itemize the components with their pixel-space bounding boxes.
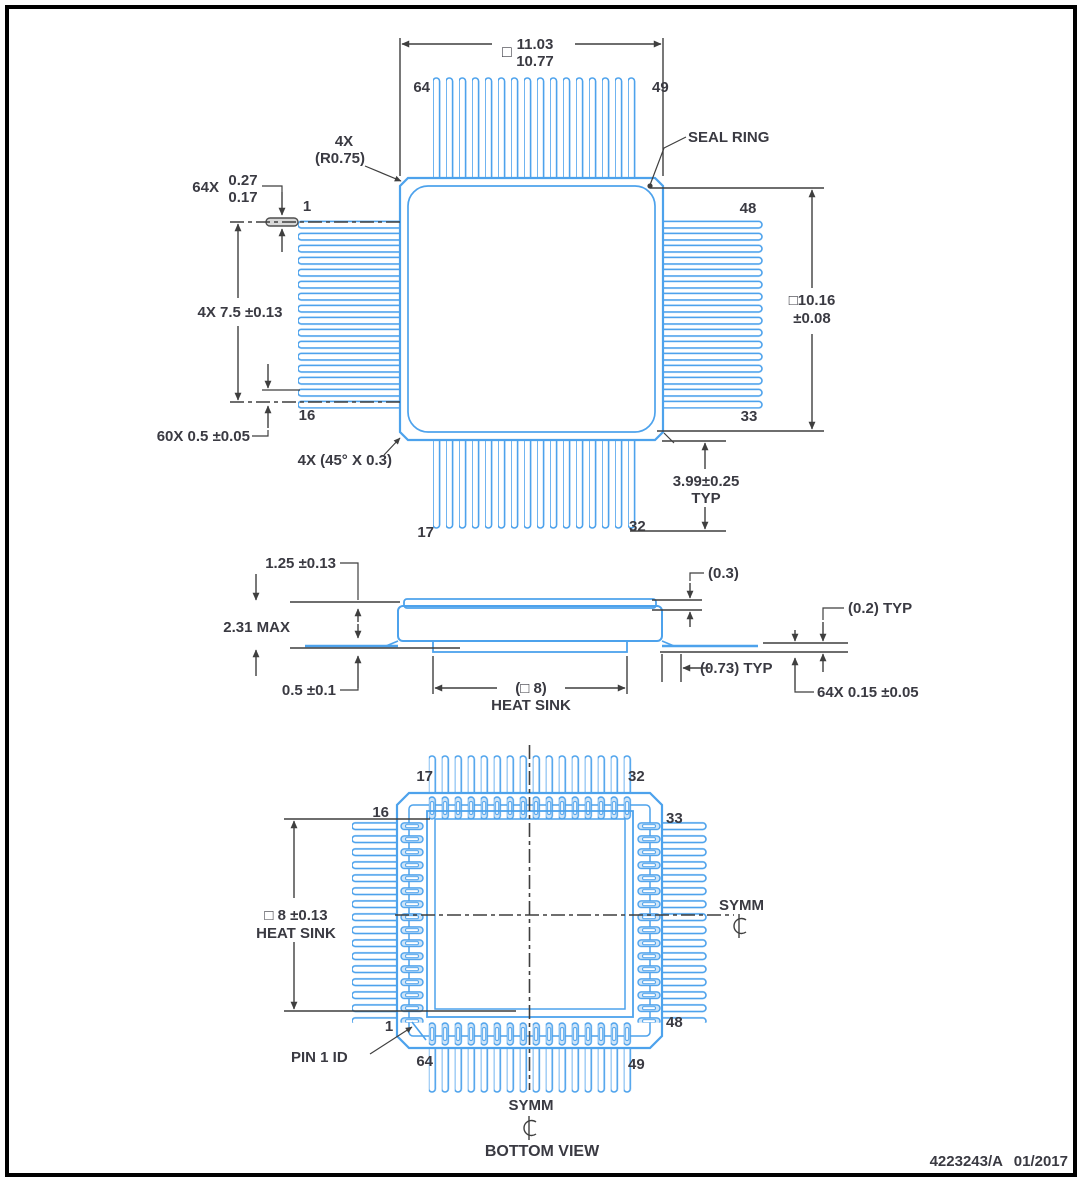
pin-label-1: 1 <box>385 1018 393 1035</box>
side-body-top-plate <box>403 598 657 609</box>
pin-label-16: 16 <box>299 407 316 424</box>
bottom-view-leads-right <box>662 819 708 1023</box>
side-view: 2.31 MAX 1.25 ±0.13 0.5 ±0.1 (□ 8) HEAT … <box>223 555 918 714</box>
body-dim-label: □10.16 <box>789 292 836 309</box>
title-block: 4223243/A 01/2017 <box>930 1153 1068 1170</box>
corner-qty-label: 4X <box>335 133 353 150</box>
pin1-id-label: PIN 1 ID <box>291 1049 348 1066</box>
top-view-pins-left <box>298 218 400 409</box>
standoff-label: 0.5 ±0.1 <box>282 682 336 699</box>
corner-chamfer-label: 4X (45° X 0.3) <box>298 452 392 469</box>
seal-ring-outline <box>407 185 656 433</box>
revision-date: 01/2017 <box>1014 1153 1068 1170</box>
pin-label-33: 33 <box>741 408 758 425</box>
lead-pitch-label: 60X 0.5 ±0.05 <box>157 428 250 445</box>
side-body-outline <box>397 605 663 642</box>
foot-length-label: (0.73) TYP <box>700 660 773 677</box>
lead-thickness-label: (0.2) TYP <box>848 600 912 617</box>
seal-ring-label: SEAL RING <box>688 129 769 146</box>
dim-width-max: 11.03 <box>517 36 554 53</box>
side-lead-bend <box>385 640 399 647</box>
leader-line <box>369 1026 413 1055</box>
leader-line <box>340 688 359 691</box>
lead-width-qty: 64X <box>192 179 219 196</box>
centerline-symbol <box>523 1116 537 1140</box>
pin-label-17: 17 <box>416 768 433 785</box>
pin-label-48: 48 <box>740 200 757 217</box>
overall-height-label: 2.31 MAX <box>223 619 290 636</box>
lead-span-label: 4X 7.5 ±0.13 <box>198 304 283 321</box>
top-view-pins-right <box>663 218 763 409</box>
leader-line <box>822 607 844 620</box>
bottom-heatsink-label: HEAT SINK <box>256 925 336 942</box>
pin-label-48: 48 <box>666 1014 683 1031</box>
document-number: 4223243/A <box>930 1153 1004 1170</box>
pin-label-33: 33 <box>666 810 683 827</box>
lead-length-label: 3.99±0.25 <box>673 473 740 490</box>
leader-line <box>252 430 269 437</box>
pin-label-32: 32 <box>629 518 646 535</box>
pin-label-17: 17 <box>417 524 434 541</box>
symm-right-label: SYMM <box>719 897 764 914</box>
pin-label-16: 16 <box>372 804 389 821</box>
body-tol-label: ±0.08 <box>793 310 830 327</box>
centerline-symbol <box>733 914 747 938</box>
lead-width-min: 0.17 <box>228 189 257 206</box>
heatsink-dim-label: (□ 8) <box>515 680 547 697</box>
drawing-border-frame <box>5 5 1077 1177</box>
dim-width-min: 10.77 <box>516 53 554 70</box>
package-body-outline <box>398 176 665 442</box>
bottom-view-leads-left <box>352 819 398 1023</box>
lead-thickness-64-label: 64X 0.15 ±0.05 <box>817 684 919 701</box>
pin-label-32: 32 <box>628 768 645 785</box>
side-lead-bend <box>661 640 675 647</box>
side-heatsink-outline <box>432 640 628 653</box>
leader-line <box>383 437 401 456</box>
pin-label-64: 64 <box>413 79 430 96</box>
pin-label-49: 49 <box>628 1056 645 1073</box>
bottom-view: □ 8 ±0.13 HEAT SINK 17 32 16 33 1 48 64 … <box>256 745 764 1160</box>
top-view-pins-bottom <box>433 440 636 531</box>
view-title: BOTTOM VIEW <box>485 1143 600 1160</box>
lead-width-max: 0.27 <box>228 172 257 189</box>
pin-label-64: 64 <box>416 1053 433 1070</box>
bottom-view-slots-left <box>399 819 425 1023</box>
leader-line <box>364 165 402 182</box>
body-thickness-label: 1.25 ±0.13 <box>265 555 336 572</box>
corner-radius-label: (R0.75) <box>315 150 365 167</box>
bottom-heatsink-dim-label: □ 8 ±0.13 <box>264 907 327 924</box>
top-view-pins-top <box>433 75 636 178</box>
leader-line <box>649 136 687 186</box>
leader-dot <box>647 183 653 189</box>
pin1-chamfer-mark <box>411 1021 427 1041</box>
top-gap-label: (0.3) <box>708 565 739 582</box>
top-view: □ 11.03 10.77 64 49 1 16 48 33 17 32 SEA… <box>157 36 836 541</box>
pin-label-1: 1 <box>303 198 311 215</box>
heatsink-label: HEAT SINK <box>491 697 571 714</box>
leader-line <box>794 690 814 693</box>
symm-bottom-label: SYMM <box>509 1097 554 1114</box>
leader-line <box>262 185 283 192</box>
leader-line <box>340 562 359 600</box>
bottom-body-outline <box>395 791 664 1050</box>
pin-label-49: 49 <box>652 79 669 96</box>
lead-length-typ: TYP <box>691 490 720 507</box>
leader-line <box>689 572 704 581</box>
square-symbol: □ <box>502 44 512 61</box>
bottom-view-slots-right <box>636 819 662 1023</box>
